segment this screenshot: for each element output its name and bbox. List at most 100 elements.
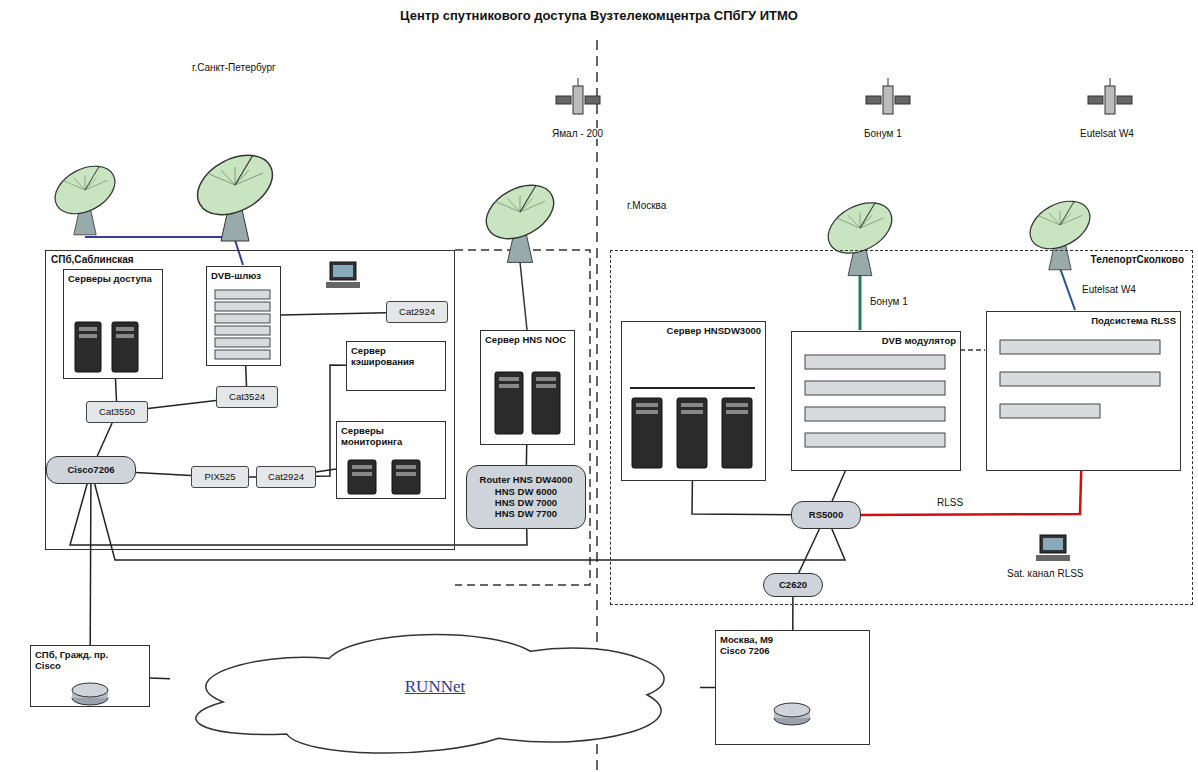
- dish-antenna: [47, 157, 123, 235]
- network-link: [832, 471, 845, 501]
- network-link: [70, 484, 527, 545]
- device-unit: [805, 355, 945, 369]
- drawing-part: [116, 334, 134, 338]
- node-text: HNS DW 7000: [495, 497, 557, 508]
- drawing-part: [207, 173, 235, 185]
- node-title: PIX525: [204, 471, 235, 482]
- router-box: Cisco7206: [46, 456, 136, 484]
- drawing-part: [187, 143, 282, 226]
- equipment-group: Москва, М9Cisco 7206: [715, 630, 870, 745]
- antenna-cable: [1060, 268, 1075, 310]
- drawing-part: [116, 327, 134, 331]
- drawing-part: [495, 201, 520, 212]
- network-link: [799, 529, 820, 573]
- network-link: [700, 687, 715, 689]
- device-unit: [215, 314, 270, 323]
- cloud-path: [196, 635, 664, 753]
- antenna-cable: [235, 240, 243, 265]
- drawing-part: [860, 203, 875, 229]
- device-unit: [805, 433, 945, 447]
- drawing-part: [74, 178, 85, 190]
- node-title: ТелепортСколково: [619, 254, 1184, 266]
- drawing-part: [895, 96, 910, 104]
- satellite-icon: [866, 78, 910, 114]
- server-icon: [677, 398, 707, 468]
- network-link: [150, 677, 170, 679]
- drawing-part: [722, 398, 752, 468]
- drawing-part: [79, 334, 97, 338]
- workstation-icon: [1036, 535, 1070, 561]
- device-unit: [805, 381, 945, 395]
- node-title: СПб, Гражд. пр.: [35, 649, 145, 660]
- network-link: [249, 476, 256, 478]
- drawing-part: [112, 322, 138, 372]
- drawing-part: [1040, 535, 1066, 553]
- equipment-group: Сервер HNSDW3000: [621, 321, 766, 481]
- drawing-part: [1036, 555, 1070, 561]
- node-title: СПб,Саблинская: [51, 254, 449, 266]
- drawing-part: [848, 215, 860, 228]
- drawing-part: [1105, 86, 1115, 114]
- drawing-part: [352, 465, 372, 469]
- equipment-group: DVB модулятор: [791, 331, 961, 471]
- node-title: Сервер HNSDW3000: [626, 325, 761, 336]
- switch-box: Cat3524: [216, 386, 278, 408]
- node-title: DVB модулятор: [796, 335, 956, 346]
- dish-antenna: [187, 143, 282, 241]
- device-unit: [215, 338, 270, 347]
- drawing-part: [392, 460, 420, 494]
- server-icon: [392, 460, 420, 494]
- node-text: HNS DW 6000: [495, 486, 557, 497]
- device-unit: [215, 326, 270, 335]
- device-unit: [805, 407, 945, 421]
- router-icon: [774, 703, 810, 725]
- satellite-label: Бонум 1: [862, 128, 904, 139]
- node-text: Cisco: [35, 660, 145, 671]
- drawing-part: [75, 322, 101, 372]
- drawing-part: [72, 683, 108, 697]
- drawing-part: [726, 403, 748, 407]
- drawing-part: [352, 472, 372, 476]
- drawing-part: [585, 96, 600, 104]
- network-link: [89, 484, 91, 645]
- network-link: [97, 423, 112, 456]
- node-title: DVB-шлюз: [211, 270, 276, 281]
- drawing-part: [820, 193, 901, 264]
- equipment-group: Сервер кэширования: [346, 341, 446, 391]
- drawing-part: [636, 410, 658, 414]
- router-icon: [72, 683, 108, 705]
- server-icon: [75, 322, 101, 372]
- drawing-part: [536, 384, 556, 388]
- node-text: Cisco 7206: [720, 645, 865, 656]
- drawing-part: [774, 703, 810, 717]
- drawing-part: [677, 398, 707, 468]
- drawing-part: [221, 170, 235, 185]
- diagram-title: Центр спутникового доступа Вузтелекомцен…: [0, 8, 1198, 23]
- node-title: Cisco7206: [67, 464, 114, 475]
- drawing-part: [326, 282, 360, 288]
- router-box: Router HNS DW4000HNS DW 6000HNS DW 7000H…: [466, 465, 586, 529]
- node-title: Подсистема RLSS: [991, 315, 1176, 326]
- drawing-part: [866, 96, 881, 104]
- drawing-part: [63, 180, 85, 190]
- drawing-part: [477, 174, 563, 249]
- drawing-part: [507, 199, 520, 213]
- network-link: [316, 469, 336, 472]
- drawing-part: [499, 384, 519, 388]
- dish-antenna: [477, 174, 563, 262]
- drawing-part: [726, 410, 748, 414]
- node-title: Сервер кэширования: [351, 345, 441, 368]
- router-box: RS5000: [791, 501, 861, 529]
- drawing-part: [235, 155, 253, 185]
- drawing-part: [556, 96, 571, 104]
- drawing-part: [632, 398, 662, 468]
- satellite-label: Eutelsat W4: [1080, 284, 1138, 295]
- drawing-part: [85, 166, 99, 190]
- drawing-part: [1060, 201, 1074, 225]
- node-title: Серверы доступа: [68, 273, 158, 284]
- drawing-part: [636, 403, 658, 407]
- network-link: [148, 401, 216, 409]
- equipment-group: Серверы мониторинга: [336, 421, 446, 499]
- switch-box: PIX525: [191, 466, 249, 488]
